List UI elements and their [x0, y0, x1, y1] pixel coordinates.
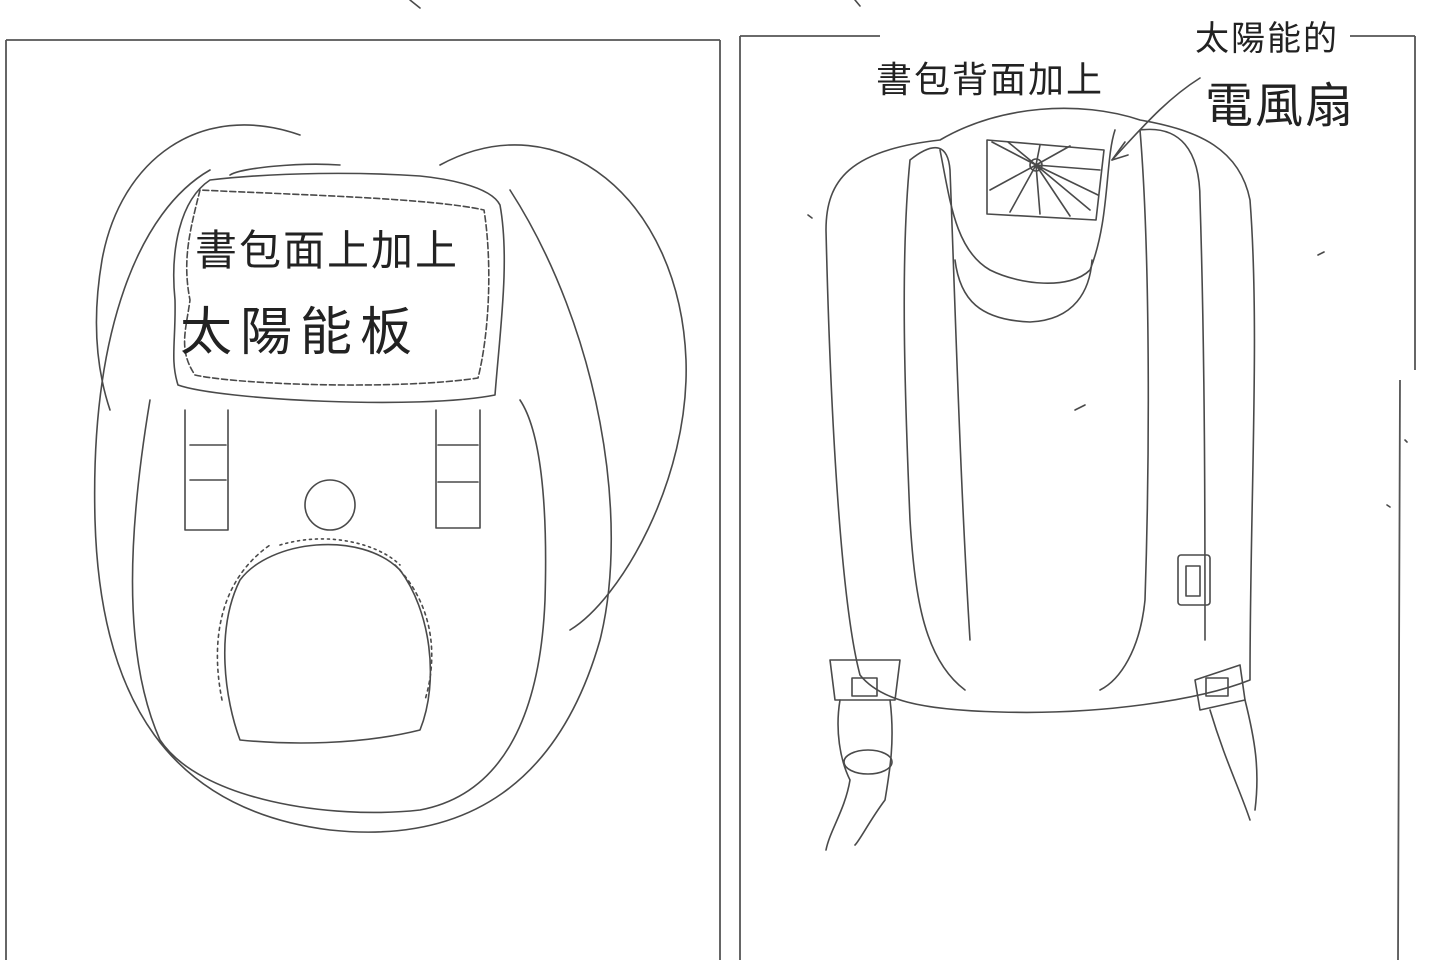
- left-strap: [95, 124, 301, 411]
- right-buckle: [435, 409, 481, 529]
- left-shoulder-strap: [903, 146, 971, 691]
- strap-adjuster: [1177, 554, 1211, 606]
- solar-panel-label-line2: 太陽能板: [180, 303, 420, 363]
- backpack-back-drawing: 書包背面加上 太陽能的 電風扇: [825, 19, 1355, 851]
- solar-panel-label-line1: 書包面上加上: [195, 226, 459, 275]
- front-pocket: [223, 543, 432, 744]
- backpack-front-drawing: 書包面上加上 太陽能板: [93, 124, 687, 833]
- backpack-body-outline: [93, 169, 612, 833]
- solar-fan-icon: [986, 139, 1105, 221]
- right-shoulder-strap: [1099, 128, 1206, 691]
- annotation-arrow: [1111, 77, 1201, 161]
- right-strap: [439, 144, 687, 631]
- solar-panel-flap: [172, 172, 506, 404]
- back-caption: 書包背面加上: [876, 60, 1104, 101]
- backpack-back-outline: [825, 107, 1256, 714]
- front-button: [304, 479, 356, 531]
- panel-frames: [5, 35, 1416, 960]
- back-caption-big: 電風扇: [1205, 78, 1355, 134]
- stray-marks: [409, 0, 1408, 508]
- left-buckle: [184, 409, 229, 531]
- back-caption-small: 太陽能的: [1195, 19, 1339, 59]
